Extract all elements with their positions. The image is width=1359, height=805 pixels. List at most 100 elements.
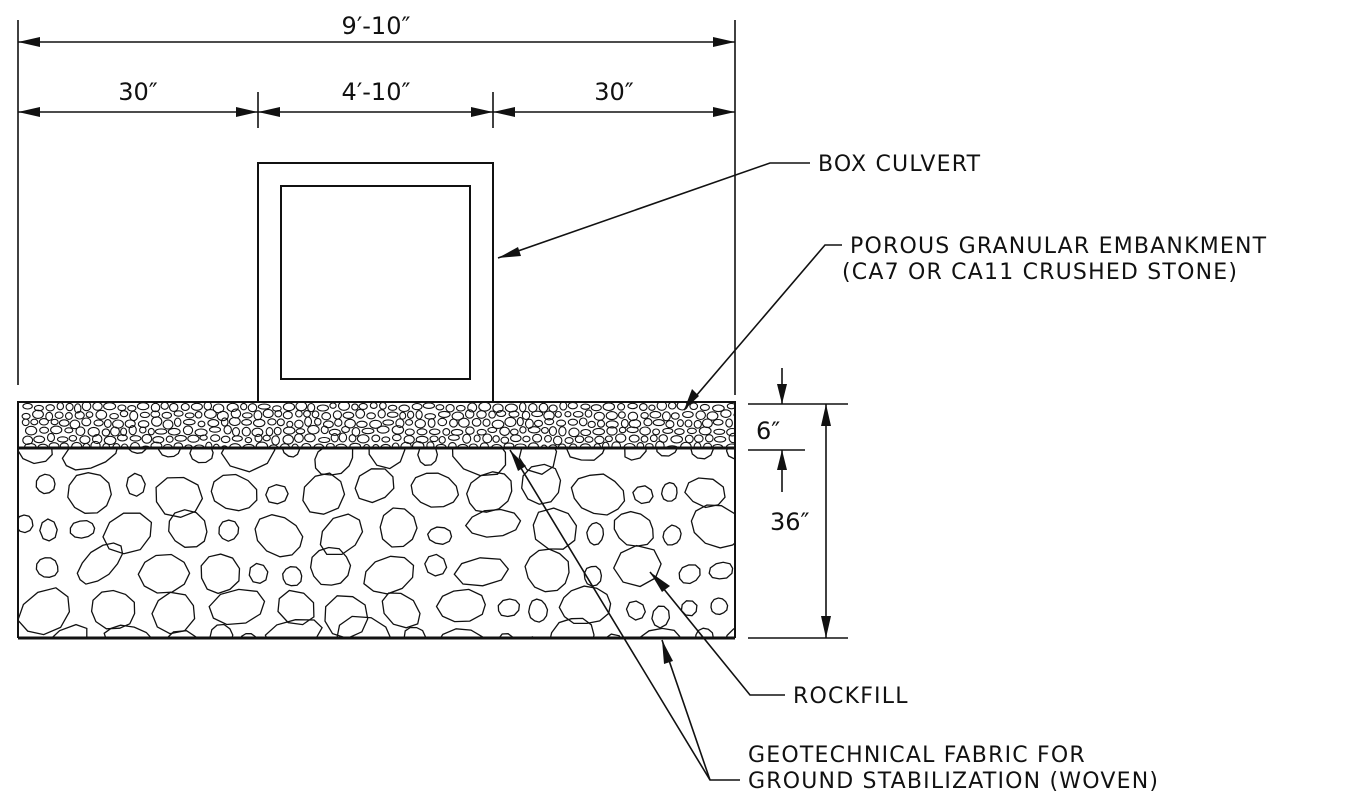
stone-mark	[251, 427, 264, 437]
rock-mark	[498, 633, 514, 638]
stone-mark	[478, 402, 492, 412]
stone-mark	[59, 442, 69, 448]
stone-mark	[543, 410, 555, 421]
stone-mark	[500, 436, 510, 444]
stone-mark	[411, 441, 425, 448]
stone-mark	[476, 410, 487, 419]
stone-mark	[424, 413, 437, 420]
rock-mark	[453, 557, 510, 587]
stone-mark	[117, 404, 127, 412]
rock-mark	[137, 553, 191, 594]
stone-mark	[371, 434, 381, 443]
stone-mark	[295, 402, 308, 412]
rock-mark	[586, 521, 605, 546]
stone-mark	[293, 433, 304, 443]
stone-mark	[620, 418, 629, 429]
stone-mark	[531, 410, 544, 418]
rock-mark	[166, 630, 199, 638]
rock-mark	[265, 484, 289, 505]
stone-mark	[316, 404, 330, 412]
stone-mark	[499, 426, 510, 436]
stone-mark	[103, 435, 117, 446]
stone-mark	[626, 426, 639, 434]
rock-mark	[18, 514, 34, 534]
rock-mark	[314, 448, 354, 476]
stone-mark	[207, 419, 220, 428]
stone-mark	[33, 435, 46, 444]
stone-mark	[726, 402, 735, 410]
stone-mark	[450, 428, 464, 436]
stone-mark	[109, 412, 119, 420]
embankment-label-line2: (CA7 OR CA11 CRUSHED STONE)	[842, 260, 1238, 285]
stone-mark	[733, 412, 735, 418]
rock-mark	[209, 623, 234, 638]
stone-mark	[415, 410, 423, 420]
stone-mark	[329, 402, 337, 409]
stone-mark	[611, 441, 622, 448]
stone-mark	[205, 441, 213, 448]
stone-mark	[184, 412, 195, 419]
stone-mark	[652, 419, 665, 427]
stone-mark	[406, 410, 415, 419]
stone-mark	[548, 404, 558, 413]
stone-mark	[482, 418, 491, 427]
rock-mark	[354, 468, 395, 504]
stone-mark	[174, 434, 187, 442]
stone-mark	[438, 435, 446, 444]
stone-mark	[282, 410, 293, 420]
rock-mark	[324, 595, 369, 638]
rock-mark	[90, 589, 136, 630]
fabric-leader-bottom	[661, 639, 711, 781]
stone-mark	[533, 419, 544, 428]
stone-mark	[437, 410, 451, 418]
rock-mark	[381, 592, 421, 629]
stone-mark	[590, 404, 602, 412]
stone-mark	[580, 428, 592, 437]
stone-mark	[422, 402, 436, 409]
rock-mark	[708, 561, 734, 580]
rock-mark	[248, 562, 269, 584]
rock-mark	[18, 587, 71, 636]
stone-mark	[504, 416, 517, 428]
stone-mark	[21, 418, 30, 427]
rock-mark	[662, 524, 682, 546]
rock-mark	[521, 463, 562, 505]
stone-mark	[276, 418, 285, 427]
stone-mark	[322, 420, 334, 429]
embankment-layer	[17, 401, 736, 449]
rock-mark	[656, 448, 679, 457]
rock-mark	[426, 526, 453, 545]
rock-mark	[363, 555, 415, 595]
stone-mark	[670, 435, 684, 444]
stone-mark	[391, 433, 402, 442]
stone-mark	[91, 434, 103, 445]
rock-mark	[678, 564, 701, 585]
stone-mark	[351, 403, 359, 411]
stone-mark	[456, 443, 469, 448]
stone-mark	[568, 427, 580, 438]
stone-mark	[510, 434, 522, 443]
stone-mark	[321, 412, 332, 421]
stone-mark	[693, 434, 704, 443]
stone-mark	[544, 417, 555, 426]
stone-mark	[706, 411, 719, 421]
stone-mark	[698, 426, 712, 436]
stone-mark	[220, 435, 231, 444]
stone-mark	[22, 402, 33, 410]
stone-mark	[231, 435, 243, 442]
stone-mark	[136, 402, 150, 411]
stone-mark	[361, 427, 375, 435]
stone-mark	[648, 404, 656, 411]
stone-mark	[427, 418, 436, 428]
stone-mark	[471, 417, 482, 427]
stone-mark	[253, 410, 263, 421]
stone-mark	[519, 426, 527, 434]
rock-mark	[189, 448, 214, 464]
stone-mark	[349, 442, 362, 448]
stone-mark	[701, 418, 713, 429]
rock-mark	[282, 566, 303, 587]
stone-mark	[330, 432, 339, 443]
stone-mark	[689, 402, 699, 411]
stone-mark	[491, 419, 505, 429]
